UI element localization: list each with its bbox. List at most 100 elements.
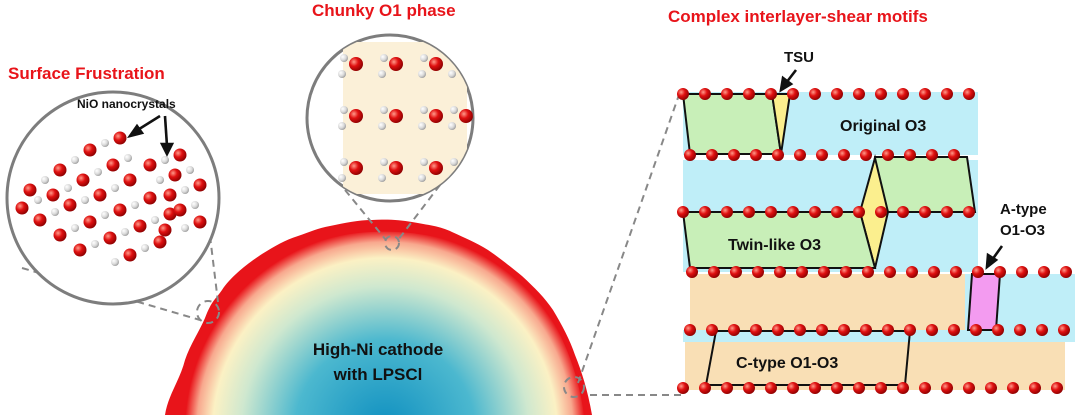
o-atom (349, 109, 363, 123)
ni-atom (450, 106, 458, 114)
ni-atom (71, 224, 79, 232)
o-atom (765, 382, 777, 394)
ni-atom (418, 70, 426, 78)
o-atom (750, 324, 762, 336)
title-shear-motifs: Complex interlayer-shear motifs (668, 7, 928, 26)
o-atom (153, 235, 167, 249)
label-tsu: TSU (784, 49, 814, 66)
zoom-spot-o1 (384, 235, 400, 251)
o-atom (831, 206, 843, 218)
ni-atom (380, 54, 388, 62)
o-atom (818, 266, 830, 278)
o-atom (941, 88, 953, 100)
ni-atom (91, 240, 99, 248)
o-atom (459, 57, 473, 71)
zoom-spot-motifs (563, 376, 585, 398)
o-atom (706, 149, 718, 161)
ni-atom (418, 122, 426, 130)
o-atom (168, 168, 182, 182)
shear-motifs-panel: Original O3 Twin-like O3 C-type O1-O3 TS… (677, 49, 1075, 394)
o-atom (684, 149, 696, 161)
ni-atom (34, 196, 42, 204)
o-atom (730, 266, 742, 278)
ni-atom (340, 158, 348, 166)
o-atom (948, 149, 960, 161)
o-atom (173, 203, 187, 217)
o-atom (904, 324, 916, 336)
o-atom (389, 57, 403, 71)
o-atom (721, 206, 733, 218)
ni-atom (340, 106, 348, 114)
ni-atom (420, 158, 428, 166)
o-atom (919, 206, 931, 218)
o-atom (699, 88, 711, 100)
o-atom (794, 324, 806, 336)
cathode-label-line1: High-Ni cathode (313, 340, 443, 359)
o-atom (862, 266, 874, 278)
o-atom (743, 206, 755, 218)
ni-atom (448, 122, 456, 130)
o-atom (349, 57, 363, 71)
o-atom (928, 266, 940, 278)
o-atom (963, 382, 975, 394)
ni-atom (378, 122, 386, 130)
o-atom (772, 149, 784, 161)
o1-phase-background (343, 42, 467, 194)
o-atom (1058, 324, 1070, 336)
o-atom (63, 198, 77, 212)
o-atom (123, 173, 137, 187)
o-atom (948, 324, 960, 336)
o1-inset (305, 33, 475, 203)
o-atom (106, 158, 120, 172)
ni-atom (111, 258, 119, 266)
o-atom (349, 161, 363, 175)
o-atom (93, 188, 107, 202)
ni-atom (101, 211, 109, 219)
ni-atom (420, 106, 428, 114)
ni-atom (121, 228, 129, 236)
o-atom (787, 382, 799, 394)
label-twin-like-o3: Twin-like O3 (728, 237, 821, 254)
ni-atom (71, 156, 79, 164)
o-atom (158, 223, 172, 237)
ni-atom (141, 244, 149, 252)
o-atom (123, 248, 137, 262)
o1-atom-lattice (338, 54, 473, 182)
ni-atom (64, 184, 72, 192)
ni-atom (338, 174, 346, 182)
o-atom (1014, 324, 1026, 336)
o-atom (752, 266, 764, 278)
o-atom (429, 57, 443, 71)
o-atom (459, 109, 473, 123)
o-atom (809, 382, 821, 394)
o-atom (794, 149, 806, 161)
nio-label: NiO nanocrystals (77, 97, 176, 111)
nio-arrows (126, 114, 175, 157)
o-atom (963, 206, 975, 218)
ni-atom (420, 54, 428, 62)
o-atom (699, 382, 711, 394)
o-atom (919, 382, 931, 394)
o-atom (884, 266, 896, 278)
o-atom (906, 266, 918, 278)
title-surface-frustration: Surface Frustration (8, 64, 165, 83)
ni-atom (378, 70, 386, 78)
o-atom (15, 201, 29, 215)
o-atom (816, 149, 828, 161)
o-atom (831, 382, 843, 394)
o-atom (875, 206, 887, 218)
ni-atom (186, 166, 194, 174)
o-atom (53, 228, 67, 242)
o-atom (706, 324, 718, 336)
o-atom (941, 206, 953, 218)
title-chunky-o1: Chunky O1 phase (312, 1, 456, 20)
o-atom (113, 203, 127, 217)
o-atom (389, 161, 403, 175)
o-atom (853, 88, 865, 100)
ni-atom (181, 224, 189, 232)
o-atom (853, 206, 865, 218)
ni-atom (378, 174, 386, 182)
o-atom (992, 324, 1004, 336)
o-atom (429, 109, 443, 123)
o-atom (897, 88, 909, 100)
